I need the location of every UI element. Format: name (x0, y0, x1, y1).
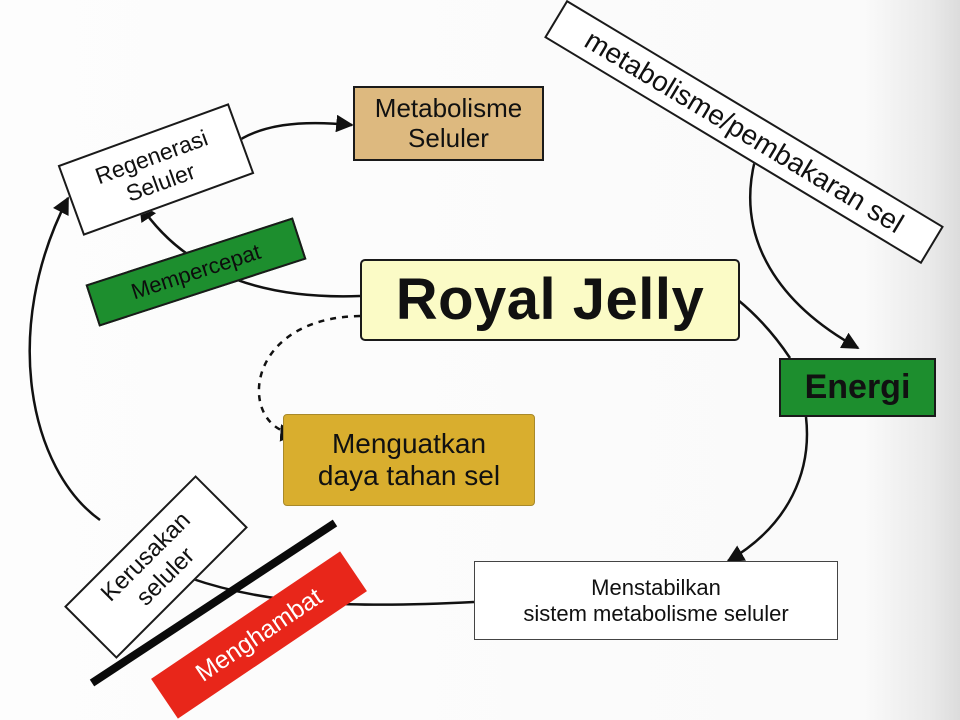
node-metabolisme-seluler: Metabolisme Seluler (353, 86, 544, 161)
dashed-arrow-royal-to-menguatkan (257, 314, 361, 442)
arrow-energi-to-menstabilkan (726, 416, 809, 563)
arrow-pembakaran-to-energi (749, 159, 860, 350)
node-metabolisme-seluler-label: Metabolisme Seluler (374, 92, 523, 153)
node-energi: Energi (779, 358, 936, 417)
node-menstabilkan-sistem-metabolisme: Menstabilkan sistem metabolisme seluler (474, 561, 838, 640)
node-royal-jelly-label: Royal Jelly (395, 266, 705, 332)
line-royal-to-energi (737, 299, 792, 359)
node-energi-label: Energi (804, 367, 911, 406)
node-menguatkan-label: Menguatkan daya tahan sel (317, 427, 501, 491)
arrow-regenerasi-to-metabolisme (231, 114, 354, 147)
block-bar (89, 519, 338, 687)
arrow-kerusakan-to-regenerasi (28, 196, 101, 522)
node-menguatkan-daya-tahan-sel: Menguatkan daya tahan sel (283, 414, 535, 506)
node-royal-jelly: Royal Jelly (360, 259, 740, 341)
node-menstabilkan-label: Menstabilkan sistem metabolisme seluler (523, 575, 789, 626)
